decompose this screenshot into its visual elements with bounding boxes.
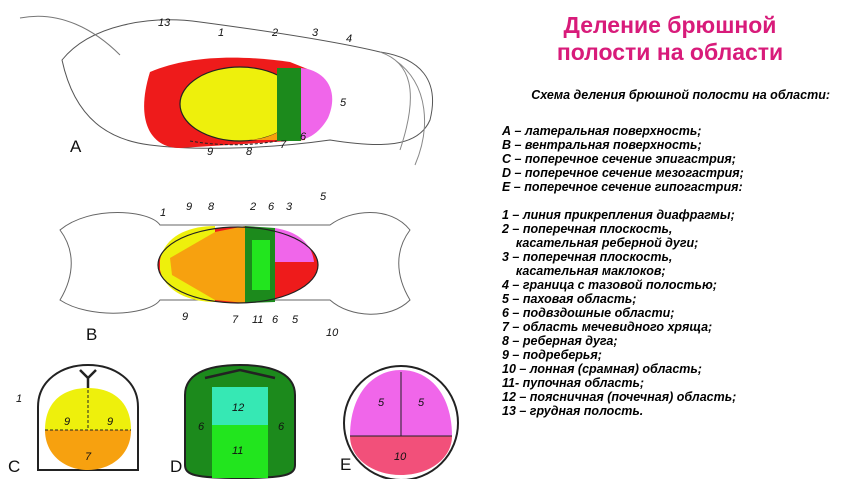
label-9-a: 9 (207, 146, 213, 158)
label-6b-b: 6 (272, 314, 279, 326)
label-5b-e: 5 (418, 397, 425, 409)
legend-item-10: 10 – лонная (срамная) область; (502, 362, 837, 376)
label-8-a: 8 (246, 146, 253, 158)
title-line-2: полости на области (505, 39, 835, 66)
legend-view-b: В – вентральная поверхность; (502, 138, 837, 152)
label-1-b: 1 (160, 207, 166, 219)
label-3-b: 3 (286, 201, 293, 213)
label-9-b: 9 (186, 201, 192, 213)
label-6-b: 6 (268, 201, 275, 213)
legend-item-13: 13 – грудная полость. (502, 404, 837, 418)
figure-b-ventral: B 1 9 8 2 6 3 5 9 7 11 6 5 10 (60, 191, 410, 344)
label-5-a: 5 (340, 97, 347, 109)
label-6b-d: 6 (278, 421, 285, 433)
legend-item-5: 5 – паховая область; (502, 292, 837, 306)
figure-e-caption: E (340, 455, 351, 474)
label-10-e: 10 (394, 451, 407, 463)
spine-icon-c (80, 370, 96, 388)
label-5-b: 5 (320, 191, 327, 203)
legend-item-8: 8 – реберная дуга; (502, 334, 837, 348)
inguinal-region-a (301, 68, 332, 140)
legend-items: 1 – линия прикрепления диафрагмы; 2 – по… (502, 208, 837, 418)
legend-view-e: Е – поперечное сечение гипогастрия: (502, 180, 837, 194)
hind-leg-a (380, 52, 425, 165)
label-5b-b: 5 (292, 314, 299, 326)
legend: А – латеральная поверхность; В – вентрал… (502, 124, 837, 418)
label-2-a: 2 (271, 27, 278, 39)
label-9b-c: 9 (107, 416, 113, 428)
label-7-b: 7 (232, 314, 239, 326)
figure-b-caption: B (86, 325, 97, 344)
label-6-a: 6 (300, 131, 307, 143)
label-12-d: 12 (232, 402, 244, 414)
legend-item-11: 11- пупочная область; (502, 376, 837, 390)
label-9a-c: 9 (64, 416, 70, 428)
legend-item-1: 1 – линия прикрепления диафрагмы; (502, 208, 837, 222)
legend-item-3: 3 – поперечная плоскость, касательная ма… (502, 250, 837, 278)
label-13-a: 13 (158, 17, 171, 29)
figure-e-hypogastrium: E 5 5 10 (340, 366, 458, 479)
legend-item-2: 2 – поперечная плоскость, касательная ре… (502, 222, 837, 250)
neck-line-a (20, 16, 120, 55)
legend-item-7: 7 – область мечевидного хряща; (502, 320, 837, 334)
legend-view-c: С – поперечное сечение эпигастрия; (502, 152, 837, 166)
legend-item-6: 6 – подвздошные области; (502, 306, 837, 320)
page-title: Деление брюшной полости на области (505, 12, 835, 66)
figure-a-caption: A (70, 137, 82, 156)
label-1-a: 1 (218, 27, 224, 39)
label-7-c: 7 (85, 451, 92, 463)
figure-a-lateral: A 13 1 2 3 4 5 6 7 8 9 (20, 16, 433, 165)
hypochondria-section-c (45, 388, 131, 430)
legend-views: А – латеральная поверхность; В – вентрал… (502, 124, 837, 194)
label-11-d: 11 (232, 445, 243, 457)
title-line-1: Деление брюшной (505, 12, 835, 39)
label-7-a: 7 (280, 139, 287, 151)
figure-c-epigastrium: C 1 9 9 7 (8, 365, 138, 476)
label-11-b: 11 (252, 314, 263, 326)
label-10-b: 10 (326, 327, 339, 339)
legend-view-a: А – латеральная поверхность; (502, 124, 837, 138)
label-6a-d: 6 (198, 421, 205, 433)
legend-item-4: 4 – граница с тазовой полостью; (502, 278, 837, 292)
legend-item-9: 9 – подреберья; (502, 348, 837, 362)
abdomen-diagram: A 13 1 2 3 4 5 6 7 8 9 B 1 9 8 2 6 3 5 9… (0, 0, 500, 479)
label-5a-e: 5 (378, 397, 385, 409)
iliac-region-a (277, 68, 301, 141)
label-4-a: 4 (346, 33, 352, 45)
figure-d-mesogastrium: D 12 6 6 11 (170, 365, 295, 478)
figure-d-caption: D (170, 457, 182, 476)
label-2-b: 2 (249, 201, 256, 213)
legend-subtitle: Схема деления брюшной полости на области… (520, 88, 830, 102)
label-1-c: 1 (16, 393, 22, 405)
label-9b-b: 9 (182, 311, 188, 323)
xiphoid-section-c (45, 430, 131, 470)
label-8-b: 8 (208, 201, 215, 213)
label-3-a: 3 (312, 27, 319, 39)
legend-item-12: 12 – поясничная (почечная) область; (502, 390, 837, 404)
legend-view-d: D – поперечное сечение мезогастрия; (502, 166, 837, 180)
figure-c-caption: C (8, 457, 20, 476)
umbilical-region-b (252, 240, 270, 290)
